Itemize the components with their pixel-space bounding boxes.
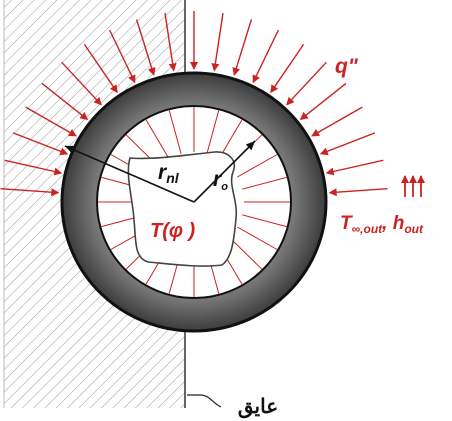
heat-flux-arrow (270, 44, 305, 94)
temperature-label: T(φ ) (150, 220, 196, 242)
heat-flux-arrow (25, 106, 77, 137)
ambient-conditions-label: T∞,out, hout (340, 213, 424, 236)
heat-flux-arrow (61, 61, 102, 106)
inner-radial-line (237, 154, 278, 178)
heat-flux-arrow (12, 132, 69, 156)
temperature-region-outline (127, 151, 238, 267)
heat-flux-arrow (299, 82, 347, 121)
outer-radius-arrow (64, 145, 195, 203)
inner-radial-line (229, 237, 263, 270)
ambient-flow-arrows (401, 175, 425, 197)
heat-flux-arrow (232, 19, 253, 76)
heat-flux-arrow (211, 12, 224, 72)
heat-flux-arrow (41, 82, 89, 121)
heat-flux-arrow (135, 19, 156, 76)
heat-flux-arrow (83, 44, 118, 94)
inner-radius-arrow (193, 140, 256, 203)
outer-radius-label: rnl (158, 161, 180, 186)
heat-flux-arrow (328, 188, 388, 197)
heat-flux-arrow (286, 61, 327, 106)
heat-flux-arrow (325, 159, 384, 176)
inner-radial-line (168, 110, 182, 154)
heat-flux-arrow (4, 159, 63, 176)
insulation-label: عايق (238, 396, 278, 419)
heat-flux-arrow (319, 132, 376, 156)
heat-flux-arrow (108, 29, 136, 84)
heat-flux-arrow (311, 106, 363, 137)
heat-flux-arrow (0, 188, 60, 197)
heat-flux-label: q" (335, 55, 359, 78)
inner-radial-line (242, 214, 287, 228)
heat-flux-arrows (0, 11, 388, 197)
inner-radial-line (237, 226, 278, 250)
label-leader-line (187, 394, 222, 408)
inner-radial-line (242, 176, 287, 190)
inner-radial-line (206, 110, 220, 154)
heat-flux-arrow (164, 12, 177, 72)
inner-radial-line (145, 119, 170, 159)
inner-radius-label: ro (213, 168, 228, 193)
heat-flux-arrow (252, 29, 280, 84)
